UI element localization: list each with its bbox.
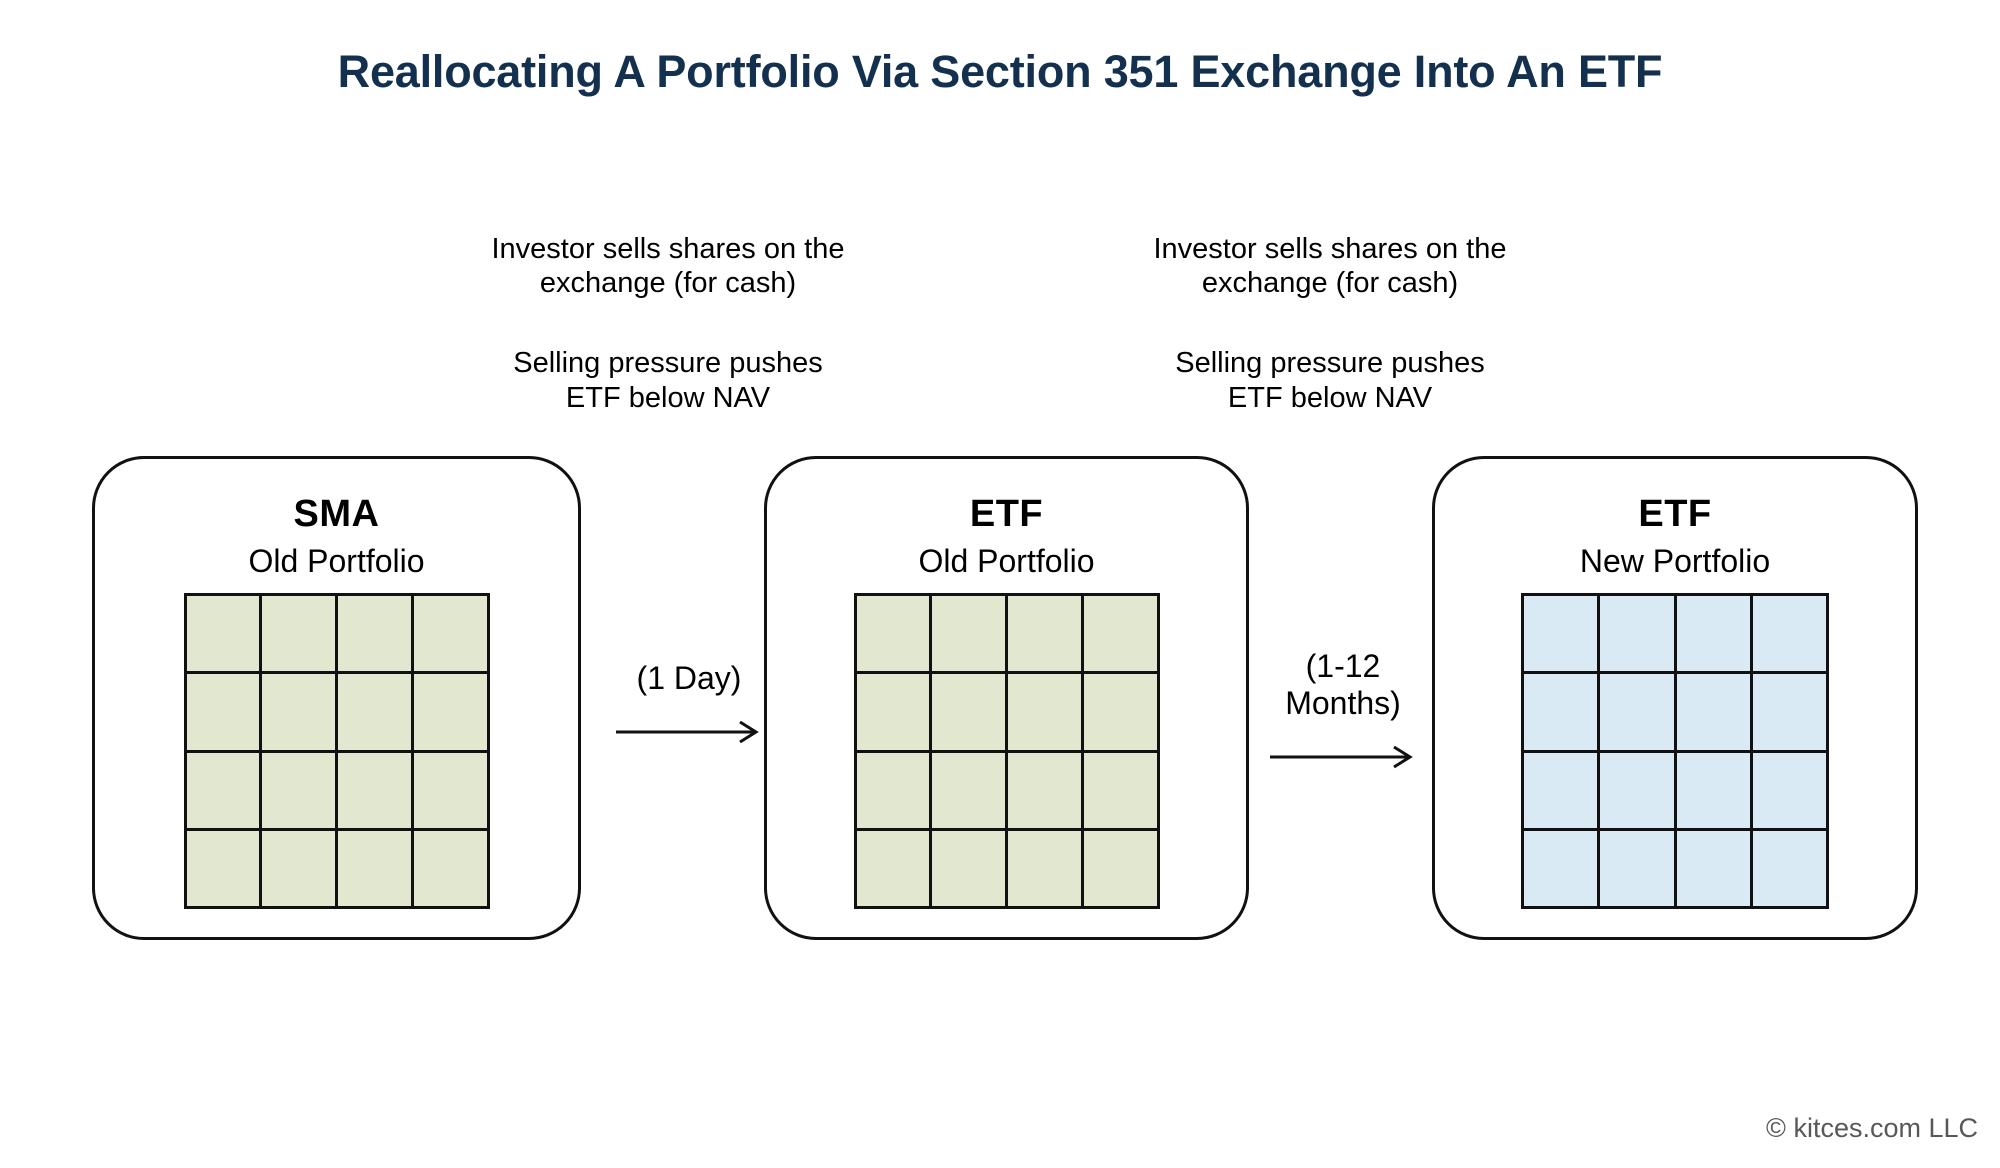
grid-cell — [856, 752, 933, 831]
grid-cell — [413, 674, 490, 753]
grid-cell — [1083, 674, 1160, 753]
grid-cell — [932, 674, 1008, 753]
annotation-b-line-1: Investor sells shares on the — [1153, 233, 1507, 265]
annotation-a-line-1: Investor sells shares on the — [491, 233, 845, 265]
arrow-sma-to-etf: (1 Day) — [594, 660, 784, 750]
annotation-column-a: Investor sells shares on the exchange (f… — [428, 232, 908, 415]
grid-cell — [1600, 596, 1677, 675]
grid-cell — [1008, 830, 1084, 909]
grid-cell — [338, 830, 414, 909]
annotation-b-line-3: Selling pressure pushes — [1175, 347, 1485, 380]
annotation-b-line-4: ETF below NAV — [1227, 381, 1433, 414]
arrow-etf-to-etf-label: (1-12 Months) — [1285, 648, 1401, 721]
grid-cell — [186, 830, 263, 909]
portfolio-grid-etf-new — [1521, 593, 1829, 909]
stage-sma-old-portfolio: SMA Old Portfolio — [92, 456, 581, 940]
stage-etf-new-portfolio: ETF New Portfolio — [1432, 456, 1918, 940]
grid-cell — [856, 596, 933, 675]
grid-cell — [932, 830, 1008, 909]
grid-cell — [1676, 752, 1753, 831]
annotation-column-b: Investor sells shares on the exchange (f… — [1090, 232, 1570, 415]
grid-cell — [338, 752, 414, 831]
arrow-shaft-icon — [594, 719, 784, 750]
stage-etf-old-title: ETF — [969, 493, 1044, 535]
grid-cell — [186, 752, 263, 831]
portfolio-grid-sma — [183, 593, 490, 909]
grid-cell — [1752, 752, 1829, 831]
grid-cell — [413, 596, 490, 675]
grid-cell — [856, 674, 933, 753]
stage-sma-subtitle: Old Portfolio — [248, 543, 425, 579]
grid-cell — [1083, 752, 1160, 831]
stage-etf-new-title: ETF — [1638, 493, 1712, 535]
grid-cell — [1600, 674, 1677, 753]
grid-cell — [1083, 596, 1160, 675]
grid-cell — [338, 674, 414, 753]
page-title: Reallocating A Portfolio Via Section 351… — [337, 46, 1663, 97]
grid-cell — [932, 752, 1008, 831]
grid-cell — [1524, 752, 1601, 831]
annotation-a-line-3: Selling pressure pushes — [513, 347, 823, 380]
grid-cell — [262, 752, 338, 831]
grid-cell — [1600, 752, 1677, 831]
grid-cell — [1676, 596, 1753, 675]
grid-cell — [1083, 830, 1160, 909]
stage-sma-title: SMA — [293, 493, 380, 535]
grid-cell — [262, 830, 338, 909]
grid-cell — [186, 674, 263, 753]
annotation-b-spacer — [1090, 300, 1570, 346]
grid-cell — [1524, 830, 1601, 909]
footer-credit: © kitces.com LLC — [1766, 1113, 1978, 1143]
grid-cell — [1752, 596, 1829, 675]
grid-cell — [262, 596, 338, 675]
grid-cell — [1676, 674, 1753, 753]
grid-cell — [1676, 830, 1753, 909]
arrow-etf-to-etf: (1-12 Months) — [1248, 648, 1438, 775]
grid-cell — [1008, 674, 1084, 753]
grid-cell — [186, 596, 263, 675]
annotation-a-line-4: ETF below NAV — [565, 381, 771, 414]
grid-cell — [1752, 674, 1829, 753]
grid-cell — [413, 830, 490, 909]
arrow-shaft-icon — [1248, 744, 1438, 775]
grid-cell — [262, 674, 338, 753]
stage-etf-old-subtitle: Old Portfolio — [918, 543, 1095, 579]
grid-cell — [856, 830, 933, 909]
grid-cell — [1008, 752, 1084, 831]
annotation-a-line-2: exchange (for cash) — [539, 267, 797, 300]
annotation-a-spacer — [428, 300, 908, 346]
grid-cell — [1600, 830, 1677, 909]
annotation-b-line-2: exchange (for cash) — [1201, 267, 1459, 300]
stage-etf-new-subtitle: New Portfolio — [1579, 543, 1771, 579]
grid-cell — [338, 596, 414, 675]
grid-cell — [1752, 830, 1829, 909]
stage-etf-old-portfolio: ETF Old Portfolio — [764, 456, 1249, 940]
grid-cell — [1524, 674, 1601, 753]
grid-cell — [932, 596, 1008, 675]
portfolio-grid-etf-old — [853, 593, 1160, 909]
grid-cell — [1524, 596, 1601, 675]
grid-cell — [1008, 596, 1084, 675]
grid-cell — [413, 752, 490, 831]
arrow-sma-to-etf-label: (1 Day) — [636, 660, 742, 696]
